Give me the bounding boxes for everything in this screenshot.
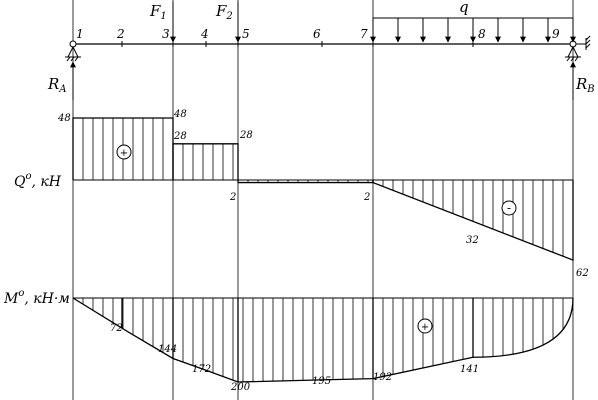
roller-support-b	[565, 35, 591, 62]
shear-sign-positive: +	[116, 144, 132, 160]
shear-value-28-right: 28	[239, 130, 253, 141]
force-f1-label: F1	[149, 2, 167, 22]
point-label-1: 1	[76, 27, 84, 41]
point-label-6: 6	[313, 27, 321, 41]
shear-value-32: 32	[466, 235, 479, 246]
point-label-8: 8	[478, 27, 486, 41]
moment-sign-positive: +	[417, 318, 433, 334]
reaction-a-label: RA	[47, 75, 67, 95]
point-label-2: 2	[116, 27, 125, 41]
shear-value-48-left: 48	[57, 113, 71, 124]
shear-value-62: 62	[576, 268, 589, 279]
moment-value-141: 141	[460, 364, 479, 375]
point-label-4: 4	[200, 27, 209, 41]
beam: 1 2 3 4 5 6 7 8 9	[47, 0, 595, 100]
moment-value-195: 195	[312, 376, 331, 387]
svg-text:-: -	[507, 201, 511, 215]
shear-diagram: Qo, кН 48 48 28 28 2 2 32 62 + -	[14, 109, 589, 279]
moment-curve	[72, 297, 574, 383]
shear-segment-2	[172, 143, 239, 180]
moment-value-172: 172	[192, 364, 211, 375]
pin-support-a	[65, 40, 81, 62]
point-label-5: 5	[242, 27, 250, 41]
shear-value-2-right: 2	[363, 192, 370, 203]
point-label-9: 9	[552, 27, 560, 41]
reaction-b-label: RB	[575, 75, 595, 95]
force-f2-label: F2	[215, 2, 233, 22]
shear-value-28-left: 28	[173, 131, 187, 142]
point-label-3: 3	[162, 27, 170, 41]
shear-value-48-right: 48	[173, 109, 187, 120]
moment-value-144: 144	[158, 344, 177, 355]
distributed-load-label: q	[459, 0, 469, 16]
shear-axis-label: Qo, кН	[14, 171, 62, 190]
moment-value-200: 200	[230, 382, 251, 393]
svg-text:+: +	[120, 148, 128, 159]
moment-value-72: 72	[110, 323, 123, 334]
svg-text:+: +	[421, 322, 429, 333]
distributed-load-q	[370, 17, 576, 43]
moment-axis-label: Mo, кН·м	[3, 288, 70, 307]
moment-diagram: Mo, кН·м 72 144 172 200 195 192 141 +	[3, 288, 574, 393]
shear-value-2-left: 2	[229, 192, 236, 203]
point-label-7: 7	[360, 27, 368, 41]
moment-value-192: 192	[373, 372, 392, 383]
shear-segment-4	[372, 180, 574, 262]
shear-sign-negative: -	[501, 200, 517, 216]
